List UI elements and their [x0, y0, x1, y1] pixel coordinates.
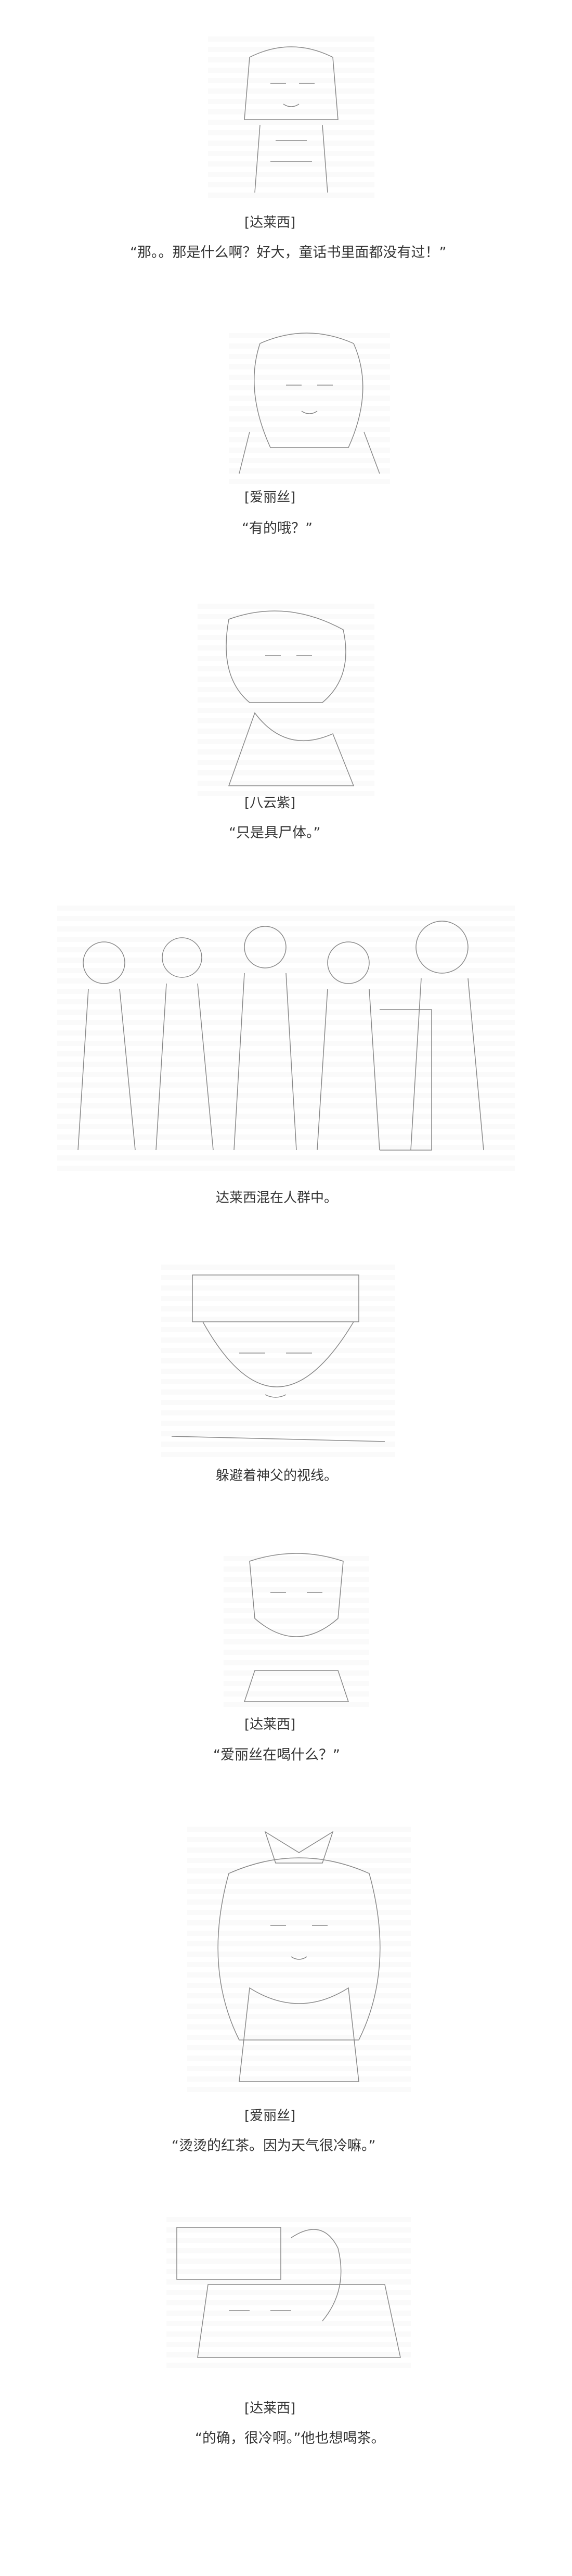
ascii-art-alice-1	[229, 328, 390, 484]
ascii-art-priest	[161, 1265, 395, 1457]
ascii-art-darcy-1	[208, 36, 374, 198]
ascii-art-darcy-2	[224, 1551, 369, 1707]
narration-line: 达莱西混在人群中。	[216, 1190, 338, 1206]
ascii-art-darcy-3	[166, 2217, 411, 2368]
speaker-label: [爱丽丝]	[244, 2108, 296, 2124]
dialogue-line: “爱丽丝在喝什么？”	[213, 1747, 340, 1763]
speaker-label: [爱丽丝]	[244, 490, 296, 505]
ascii-art-crowd-drawing	[77, 921, 484, 1151]
ascii-art-alice-2-drawing	[217, 1831, 381, 2082]
dialogue-line: “的确，很冷啊。”他也想喝茶。	[195, 2430, 385, 2446]
ascii-art-darcy-2-drawing	[243, 1553, 349, 1702]
dialogue-line: “那。。那是什么啊？好大，童话书里面都没有过！”	[130, 245, 447, 261]
dialogue-line: “烫烫的红茶。因为天气很冷嘛。”	[172, 2138, 376, 2154]
ascii-art-darcy-3-drawing	[176, 2227, 401, 2358]
speaker-label: [达莱西]	[244, 1717, 296, 1732]
speaker-label: [达莱西]	[244, 215, 296, 231]
ascii-art-priest-drawing	[171, 1274, 385, 1442]
dialogue-line: “有的哦？”	[242, 520, 313, 537]
ascii-art-yukari-drawing	[226, 610, 355, 786]
dialogue-line: “只是具尸体。”	[229, 825, 321, 841]
ascii-art-alice-1-drawing	[239, 333, 380, 474]
speaker-label: [达莱西]	[244, 2401, 296, 2416]
speaker-label: [八云紫]	[244, 795, 296, 811]
ascii-art-alice-2	[187, 1821, 411, 2092]
ascii-art-yukari	[198, 598, 374, 796]
narration-line: 躲避着神父的视线。	[216, 1468, 338, 1484]
ascii-art-darcy-1-drawing	[244, 46, 339, 193]
ascii-art-crowd	[57, 900, 515, 1171]
